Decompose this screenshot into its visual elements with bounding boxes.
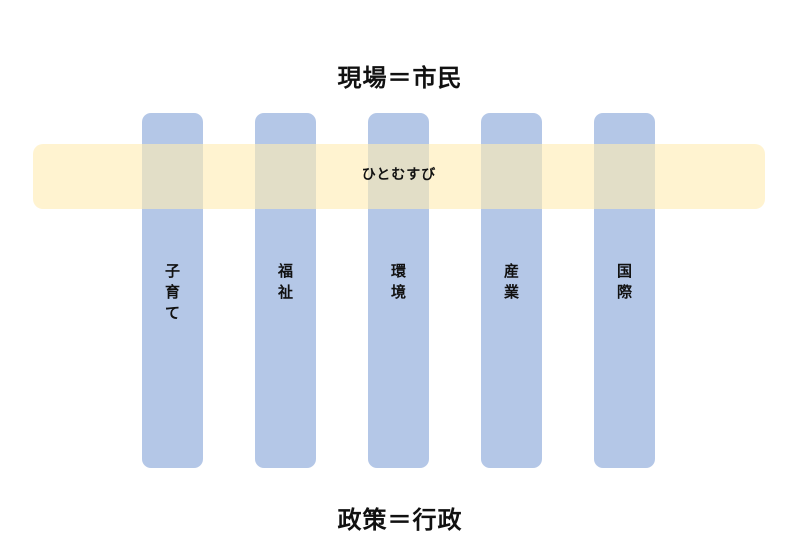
bottom-title: 政策＝行政 [337,506,463,534]
pillar-label: 産 業 [481,261,542,303]
pillar-label: 環 境 [368,261,429,303]
pillar-label: 国 際 [594,261,655,303]
pillar-char: 子 [164,262,180,280]
pillar-char: 業 [503,283,519,301]
pillar-char: 祉 [277,283,293,301]
pillar-char: て [164,304,180,322]
pillar-char: 環 [390,262,406,280]
pillar-char: 際 [616,283,632,301]
band-label: ひとむすび [361,167,437,183]
pillar-char: 境 [390,283,406,301]
pillar-label: 子 育 て [142,261,203,324]
pillar-char: 国 [616,262,632,280]
pillar-char: 育 [164,283,180,301]
pillar-char: 福 [277,262,293,280]
connection-band: ひとむすび [33,144,765,209]
pillar-char: 産 [503,262,519,280]
top-title: 現場＝市民 [337,64,463,92]
pillar-label: 福 祉 [255,261,316,303]
